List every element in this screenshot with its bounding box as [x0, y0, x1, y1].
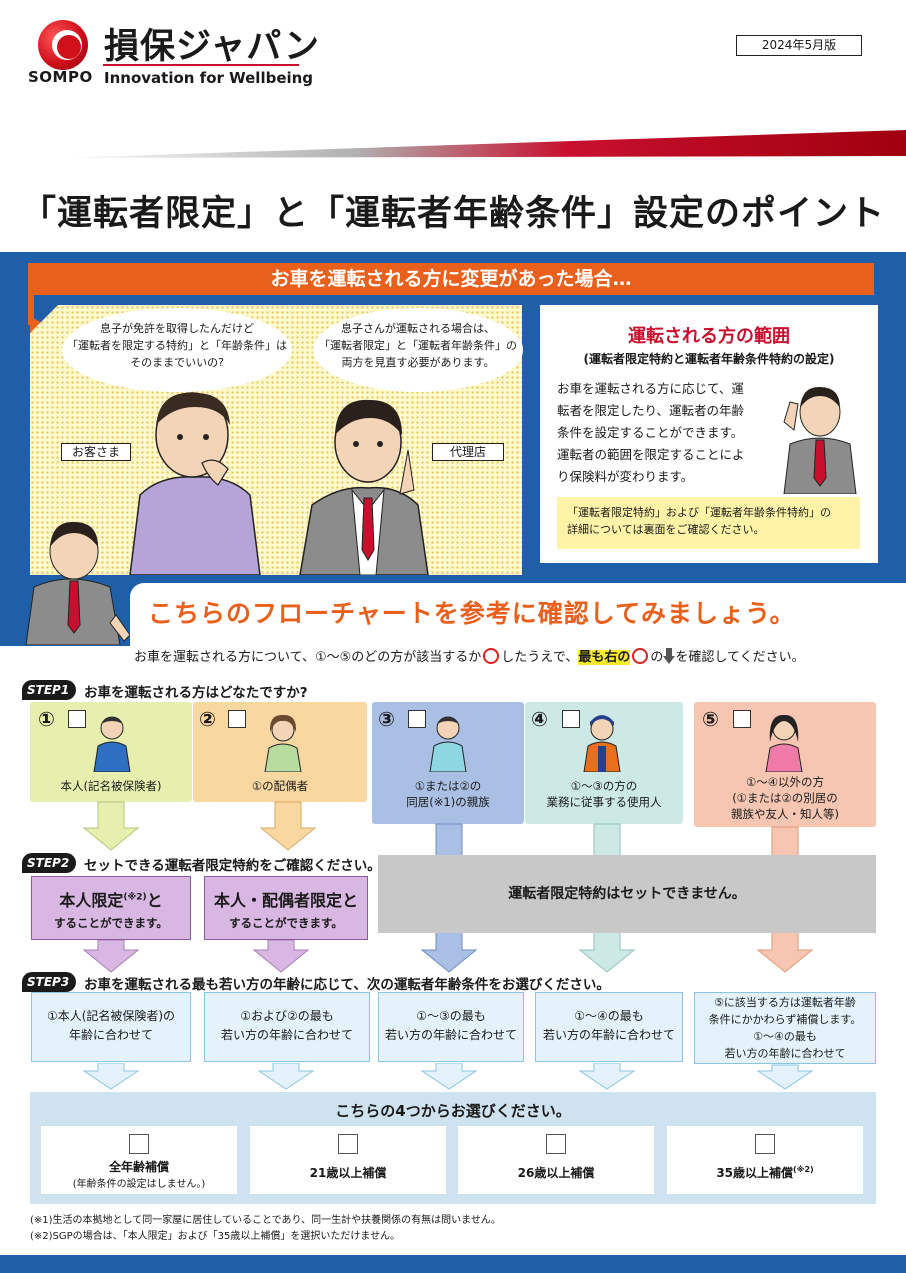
age-condition-title: こちらの4つからお選びください。	[335, 1102, 571, 1120]
down-arrow-icon	[663, 648, 676, 664]
footnote-1: (※1)生活の本拠地として同一家屋に居住していることであり、同一生計や扶養関係の…	[30, 1215, 501, 1226]
option-label-3: ①または②の同居(※1)の親族	[406, 779, 490, 809]
range-note: 「運転者限定特約」および「運転者年齢条件特約」の 詳細については裏面をご確認くだ…	[557, 497, 860, 549]
step2-text: セットできる運転者限定特約をご確認ください。	[84, 858, 381, 874]
footnote-2: (※2)SGPの場合は、「本人限定」および「35歳以上補償」を選択いただけません…	[30, 1231, 401, 1242]
option-label-1: 本人(記名被保険者)	[60, 779, 162, 793]
flowchart-instructions: お車を運転される方について、①〜⑤のどの方が該当するかしたうえで、最も右ののを確…	[134, 648, 805, 665]
age-basis-box-1: ①本人(記名被保険者)の年齢に合わせて	[31, 992, 191, 1062]
edition-label: 2024年5月版	[736, 35, 862, 56]
agent-illustration	[299, 399, 429, 575]
age-option-checkbox[interactable]	[129, 1134, 149, 1154]
spouse-person-icon	[264, 714, 302, 772]
age-option-35[interactable]: 35歳以上補償(※2)	[667, 1126, 863, 1194]
header-swoosh	[60, 130, 906, 158]
age-option-all[interactable]: 全年齢補償 (年齢条件の設定はしません。)	[41, 1126, 237, 1194]
age-basis-box-4: ①〜④の最も若い方の年齢に合わせて	[535, 992, 683, 1062]
customer-label: お客さま	[61, 443, 131, 461]
option-checkbox-3[interactable]	[408, 710, 426, 728]
brand-name-en: SOMPO	[28, 68, 93, 86]
option-number: ①	[38, 707, 55, 731]
employee-person-icon	[583, 715, 621, 772]
step3-text: お車を運転される最も若い方の年齢に応じて、次の運転者年齢条件をお選びください。	[84, 977, 610, 993]
step3-arrows	[82, 1063, 814, 1090]
option-label-5: ①〜④以外の方(①または②の別居の親族や友人・知人等)	[731, 775, 839, 821]
option-number: ③	[378, 707, 395, 731]
brand-tagline: Innovation for Wellbeing	[104, 69, 314, 87]
brand-name-jp: 損保ジャパン	[104, 27, 321, 67]
age-basis-box-5: ⑤に該当する方は運転者年齢条件にかかわらず補償します。 ①〜④の最も若い方の年齢…	[694, 992, 876, 1064]
presenter-illustration	[25, 521, 130, 645]
no-limit-box: 運転者限定特約はセットできません。	[378, 855, 876, 933]
sompo-logo-icon	[38, 20, 88, 70]
red-circle-icon	[632, 648, 649, 664]
agent-label: 代理店	[432, 443, 504, 461]
step3-badge: STEP3	[22, 972, 76, 992]
age-option-checkbox[interactable]	[755, 1134, 775, 1154]
flowchart-title: こちらのフローチャートを参考に確認してみましょう。	[148, 599, 796, 628]
footer-bar	[0, 1255, 906, 1273]
option-number: ②	[199, 707, 216, 731]
page-title: 「運転者限定」と「運転者年齢条件」設定のポイント	[20, 194, 885, 234]
customer-illustration	[129, 392, 261, 575]
age-option-21[interactable]: 21歳以上補償	[250, 1126, 446, 1194]
range-title: 運転される方の範囲	[628, 326, 790, 347]
self-person-icon	[93, 716, 131, 772]
step1-text: お車を運転される方はどなたですか?	[84, 685, 308, 701]
step1-badge: STEP1	[22, 680, 76, 700]
brand-divider	[103, 64, 299, 66]
relative-person-icon	[429, 716, 467, 772]
age-option-checkbox[interactable]	[338, 1134, 358, 1154]
banner-connector	[28, 295, 34, 325]
self-only-limit-box: 本人限定(※2)と することができます。	[31, 876, 191, 940]
option-checkbox-1[interactable]	[68, 710, 86, 728]
step2-badge: STEP2	[22, 853, 76, 873]
range-subtitle: (運転者限定特約と運転者年齢条件特約の設定)	[583, 352, 835, 366]
option-checkbox-2[interactable]	[228, 710, 246, 728]
option-number: ⑤	[702, 707, 719, 731]
age-option-26[interactable]: 26歳以上補償	[458, 1126, 654, 1194]
option-number: ④	[531, 707, 548, 731]
agent-speech-bubble: 息子さんが運転される場合は、 「運転者限定」と「運転者年齢条件」の 両方を見直す…	[313, 308, 523, 392]
option-label-2: ①の配偶者	[251, 779, 309, 793]
red-circle-icon	[483, 648, 500, 664]
option-label-4: ①〜③の方の業務に従事する使用人	[546, 779, 662, 809]
range-body: お車を運転される方に応じて、運 転者を限定したり、運転者の年齢 条件を設定するこ…	[557, 381, 745, 484]
other-person-icon	[765, 714, 803, 772]
change-banner: お車を運転される方に変更があった場合…	[28, 263, 874, 295]
option-checkbox-5[interactable]	[733, 710, 751, 728]
option-checkbox-4[interactable]	[562, 710, 580, 728]
flowchart-header-panel	[130, 583, 906, 647]
age-basis-box-3: ①〜③の最も若い方の年齢に合わせて	[378, 992, 524, 1062]
customer-speech-bubble: 息子が免許を取得したんだけど 「運転者を限定する特約」と「年齢条件」は そのまま…	[62, 308, 292, 392]
age-basis-box-2: ①および②の最も若い方の年齢に合わせて	[204, 992, 370, 1062]
self-spouse-limit-box: 本人・配偶者限定と することができます。	[204, 876, 368, 940]
age-option-checkbox[interactable]	[546, 1134, 566, 1154]
advisor-illustration	[783, 386, 857, 494]
